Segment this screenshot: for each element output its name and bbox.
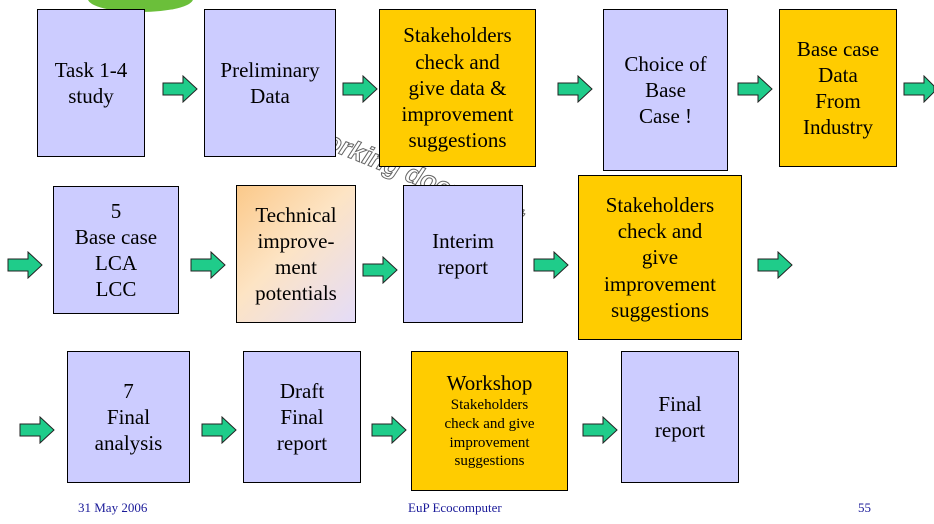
box-label: Final report [654, 391, 706, 442]
right-arrow-icon [7, 251, 43, 279]
box-label: Interim report [432, 228, 494, 279]
right-arrow-icon [19, 416, 55, 444]
right-arrow-icon [362, 256, 398, 284]
box-technical-improvement-potentials: Technical improve- ment potentials [236, 185, 356, 323]
right-arrow-icon [582, 416, 618, 444]
right-arrow-icon [342, 75, 378, 103]
box-label: Choice of Base Case ! [624, 51, 707, 129]
page-number: 55 [858, 500, 871, 515]
right-arrow-icon [737, 75, 773, 103]
right-arrow-icon [162, 75, 198, 103]
right-arrow-icon [201, 416, 237, 444]
box-label: Base case Data From Industry [796, 36, 880, 140]
box-preliminary-data: Preliminary Data [204, 9, 336, 157]
box-interim-report: Interim report [403, 185, 523, 323]
box-label: Preliminary Data [220, 57, 320, 108]
box-label: Stakeholders check and give improvement … [604, 192, 716, 322]
box-label: Task 1-4 study [54, 57, 128, 108]
workshop-description: Stakeholders check and give improvement … [444, 397, 535, 470]
box-workshop: Workshop Stakeholders check and give imp… [411, 351, 568, 491]
right-arrow-icon [557, 75, 593, 103]
right-arrow-icon [903, 75, 934, 103]
box-final-analysis: 7 Final analysis [67, 351, 190, 483]
footer-date: 31 May 2006 [78, 500, 148, 515]
right-arrow-icon [190, 251, 226, 279]
box-base-case-lca-lcc: 5 Base case LCA LCC [53, 186, 179, 314]
box-label: 7 Final analysis [94, 378, 163, 456]
box-label: Technical improve- ment potentials [255, 202, 337, 306]
footer-title: EuP Ecocomputer [408, 500, 502, 515]
box-stakeholders-check-give-improvement: Stakeholders check and give improvement … [578, 175, 742, 340]
box-label: Draft Final report [276, 378, 328, 456]
workshop-title: Workshop [446, 370, 533, 395]
box-stakeholders-check-give-data: Stakeholders check and give data & impro… [379, 9, 536, 167]
right-arrow-icon [757, 251, 793, 279]
right-arrow-icon [371, 416, 407, 444]
box-base-case-data-from-industry: Base case Data From Industry [779, 9, 897, 167]
box-choice-of-base-case: Choice of Base Case ! [603, 9, 728, 171]
box-draft-final-report: Draft Final report [243, 351, 361, 483]
box-label: Stakeholders check and give data & impro… [401, 23, 514, 153]
box-final-report: Final report [621, 351, 739, 483]
box-task-1-4-study: Task 1-4 study [37, 9, 145, 157]
right-arrow-icon [533, 251, 569, 279]
box-label: 5 Base case LCA LCC [74, 198, 158, 302]
